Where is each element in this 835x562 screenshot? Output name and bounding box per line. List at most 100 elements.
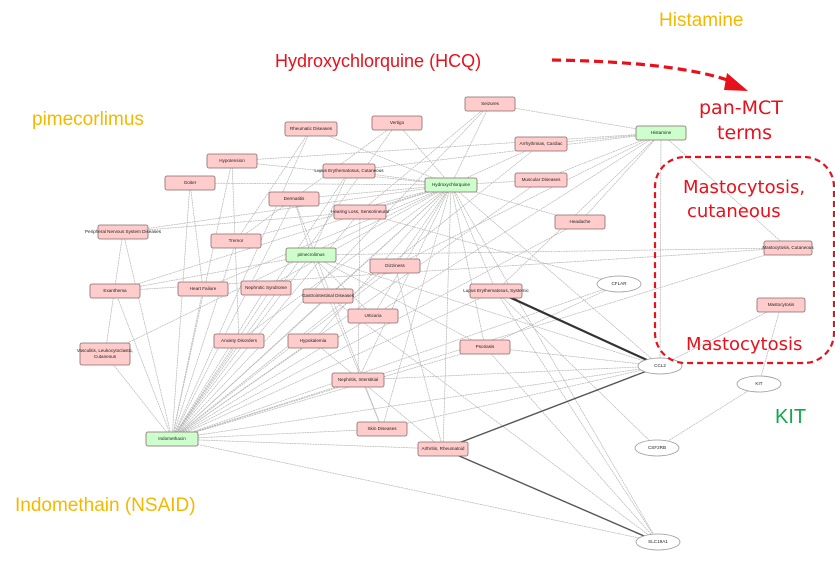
edge-csf2rb-lupus_sys xyxy=(495,290,658,449)
edge-kit-csf2rb xyxy=(656,383,760,449)
node-vasculitis[interactable]: Vasculitis, Leukocytoclastic,Cutaneous xyxy=(77,342,134,366)
node-label: Tremor xyxy=(229,238,244,243)
node-pimecrolimus[interactable]: pimecrolimus xyxy=(285,247,337,263)
node-arthritis[interactable]: Arthritis, Rheumatoid xyxy=(417,441,469,457)
pan-mct-arrow-shaft xyxy=(551,58,734,84)
mastocytosis-cutaneous-annotation-line1: Mastocytosis, xyxy=(683,177,806,198)
node-tremor[interactable]: Tremor xyxy=(210,233,262,249)
hcq-annotation: Hydroxychlorquine (HCQ) xyxy=(275,51,482,71)
edge-heart_failure-goiter xyxy=(189,182,204,290)
node-label: Mastocytosis, Cutaneous xyxy=(762,245,814,250)
node-gi[interactable]: Gastrointestinal Diseases xyxy=(302,288,355,304)
disease-node-shape xyxy=(554,214,606,230)
disease-node-shape xyxy=(79,342,131,366)
node-nephrotic[interactable]: Nephrotic Syndrome xyxy=(240,280,292,296)
edge-nephritis-hearing xyxy=(357,211,361,381)
edge-indomethacin-vasculitis xyxy=(104,353,173,440)
edge-histamine-urticaria xyxy=(372,132,662,317)
edge-hcq-pns xyxy=(122,184,452,233)
edge-indomethacin-cflar xyxy=(171,283,620,440)
disease-node-shape xyxy=(268,191,320,207)
node-hypotension[interactable]: Hypotension xyxy=(206,153,258,169)
edge-indomethacin-dermatitis xyxy=(171,198,295,440)
disease-node-shape xyxy=(97,224,149,240)
node-lupus_sys[interactable]: Lupus Erythematosus, Systemic xyxy=(463,283,530,299)
edge-indomethacin-hearing xyxy=(171,211,361,440)
node-histamine[interactable]: Histamine xyxy=(635,125,687,141)
node-label: Exanthema xyxy=(103,288,127,293)
node-dermatitis[interactable]: Dermatitis xyxy=(268,191,320,207)
edge-histamine-muscular xyxy=(540,132,662,181)
disease-node-shape xyxy=(322,163,376,179)
node-goiter[interactable]: Goiter xyxy=(164,175,216,191)
edge-indomethacin-ccl2 xyxy=(171,365,661,440)
node-csf2rb[interactable]: CSF2RB xyxy=(634,439,680,457)
node-label: Hypotension xyxy=(219,158,245,163)
disease-node-shape xyxy=(464,96,516,112)
node-urticaria[interactable]: Urticaria xyxy=(347,308,399,324)
node-kit[interactable]: KIT xyxy=(736,375,782,393)
node-slc19a1[interactable]: SLC19A1 xyxy=(635,533,681,551)
node-pns[interactable]: Peripheral Nervous System Diseases xyxy=(85,224,162,240)
edge-indomethacin-hypotension xyxy=(171,160,233,440)
node-hcq[interactable]: Hydroxychlorquine xyxy=(424,177,478,193)
node-muscular[interactable]: Muscular Diseases xyxy=(514,172,568,188)
disease-node-shape xyxy=(89,283,141,299)
edge-hcq-lupus_sys xyxy=(450,184,497,292)
edge-ccl2-nephritis xyxy=(357,365,661,381)
mastocytosis-cutaneous-annotation-line2: cutaneous xyxy=(687,201,781,222)
edge-hcq-exanthema xyxy=(114,184,452,292)
node-mastocytosis[interactable]: Mastocytosis xyxy=(756,297,806,313)
edge-hcq-psoriasis xyxy=(450,184,486,348)
node-lupus_cut[interactable]: Lupus Erythematosus, Cutaneous xyxy=(314,163,384,179)
node-label: Anxiety Disorders xyxy=(221,338,258,343)
node-cflar[interactable]: CFLAR xyxy=(596,275,642,293)
edge-hcq-urticaria xyxy=(372,184,452,317)
edge-slc19a1-lupus_sys xyxy=(495,290,659,543)
node-indomethacin[interactable]: Indomethacin xyxy=(145,431,199,447)
drug-node-shape xyxy=(285,247,337,263)
node-skin[interactable]: Skin Diseases xyxy=(356,421,408,437)
edge-indomethacin-nephrotic xyxy=(171,287,267,440)
edge-histamine-seizures xyxy=(489,103,662,134)
node-psoriasis[interactable]: Psoriasis xyxy=(459,339,511,355)
node-heart_failure[interactable]: Heart Failure xyxy=(177,281,229,297)
node-hypokalemia[interactable]: Hypokalemia xyxy=(287,333,339,349)
node-label: CCL2 xyxy=(654,363,666,368)
edge-slc19a1-psoriasis xyxy=(484,346,659,543)
disease-node-shape xyxy=(331,372,385,388)
node-arrhythmias[interactable]: Arrhythmias, Cardiac xyxy=(514,136,568,152)
node-seizures[interactable]: Seizures xyxy=(464,96,516,112)
node-label: Seizures xyxy=(481,101,500,106)
node-rheumatic[interactable]: Rheumatic Diseases xyxy=(284,121,338,137)
edge-histamine-dizziness xyxy=(394,132,662,267)
indomethacin-annotation: Indomethain (NSAID) xyxy=(15,495,196,516)
edge-pimecrolimus-psoriasis xyxy=(310,254,486,348)
node-exanthema[interactable]: Exanthema xyxy=(89,283,141,299)
node-vertigo[interactable]: Vertigo xyxy=(371,115,423,131)
disease-node-shape xyxy=(514,172,568,188)
kit-annotation: KIT xyxy=(775,406,807,428)
edge-indomethacin-lupus_sys xyxy=(171,290,497,440)
gene-node-shape xyxy=(736,375,782,393)
node-nephritis[interactable]: Nephritis, Interstitial xyxy=(331,372,385,388)
node-label: CSF2RB xyxy=(648,445,666,450)
node-ccl2[interactable]: CCL2 xyxy=(637,357,683,375)
node-headache[interactable]: Headache xyxy=(554,214,606,230)
node-label: Vertigo xyxy=(390,120,405,125)
edge-slc19a1-gi xyxy=(327,295,659,543)
pan-mct-annotation-line1: pan-MCT xyxy=(699,97,783,119)
node-label: Heart Failure xyxy=(190,286,217,291)
node-dizziness[interactable]: Dizziness xyxy=(369,258,421,274)
edge-indomethacin-lupus_cut xyxy=(171,170,350,440)
node-anxiety[interactable]: Anxiety Disorders xyxy=(213,333,265,349)
node-label: Gastrointestinal Diseases xyxy=(302,293,355,298)
disease-node-shape xyxy=(469,283,523,299)
node-hearing[interactable]: Hearing Loss, Sensorineural xyxy=(331,204,389,220)
edge-hcq-anxiety xyxy=(238,184,452,342)
edge-indomethacin-gi xyxy=(171,295,329,440)
node-label: Arthritis, Rheumatoid xyxy=(422,446,465,451)
node-masto_cut[interactable]: Mastocytosis, Cutaneous xyxy=(762,240,814,256)
edge-histamine-lupus_cut xyxy=(348,132,662,172)
